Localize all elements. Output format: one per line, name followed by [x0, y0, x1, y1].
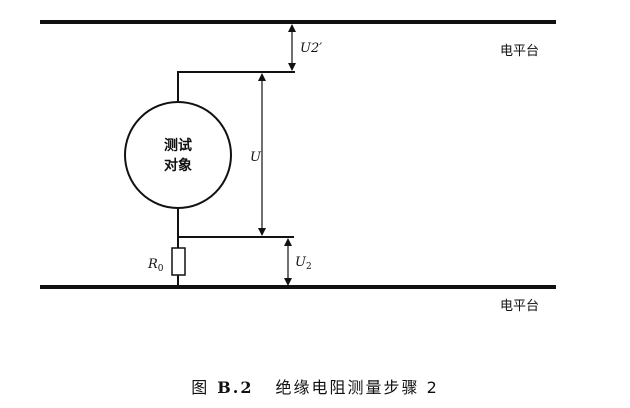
- platform-label-top: 电平台: [500, 44, 539, 59]
- caption-prefix: 图: [191, 378, 210, 397]
- figure-caption: 图 B.2 绝缘电阻测量步骤 2: [0, 374, 630, 398]
- test-object-label-2: 对象: [164, 157, 192, 174]
- lower-wire: [177, 208, 294, 238]
- test-object-label-1: 测试: [164, 137, 192, 154]
- r0-label: R0: [147, 257, 164, 274]
- resistor-r0: [171, 247, 186, 276]
- caption-number: B.2: [217, 378, 254, 397]
- u2-prime-label: U2′: [300, 41, 322, 56]
- u2-label: U2: [295, 255, 312, 272]
- caption-title: 绝缘电阻测量步骤 2: [275, 378, 439, 397]
- upper-wire: [177, 71, 295, 102]
- platform-label-bottom: 电平台: [500, 299, 539, 314]
- u-label: U: [250, 150, 262, 165]
- test-object-circle: [124, 101, 232, 209]
